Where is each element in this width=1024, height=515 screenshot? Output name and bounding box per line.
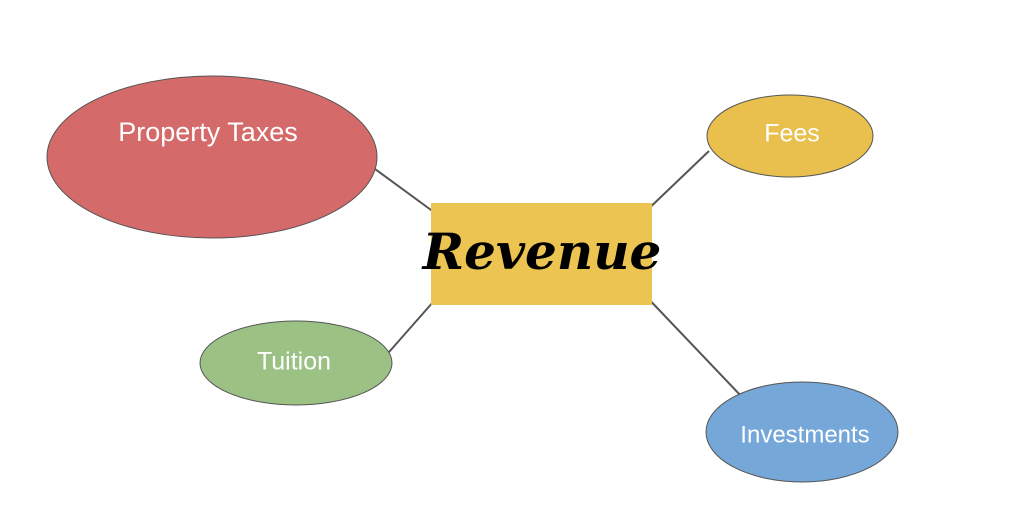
node-revenue: Revenue: [421, 203, 662, 305]
revenue-box: [431, 203, 652, 305]
node-investments-label: Investments: [740, 421, 869, 448]
node-fees-shape: [706, 94, 874, 178]
arrow-fees-to-revenue: [640, 150, 710, 217]
revenue-label: Revenue: [421, 222, 662, 281]
node-tuition: Tuition: [199, 320, 393, 406]
node-property-taxes: Property Taxes: [46, 75, 378, 239]
node-tuition-shape: [199, 320, 393, 406]
arrow-investments-to-revenue: [641, 291, 744, 399]
node-investments-shape: [705, 381, 899, 483]
node-investments: Investments: [705, 381, 899, 483]
node-property-taxes-label: Property Taxes: [118, 117, 298, 147]
node-tuition-label: Tuition: [257, 348, 331, 376]
node-fees-label: Fees: [764, 120, 820, 148]
node-property-taxes-shape: [46, 75, 378, 239]
node-fees: Fees: [706, 94, 874, 178]
